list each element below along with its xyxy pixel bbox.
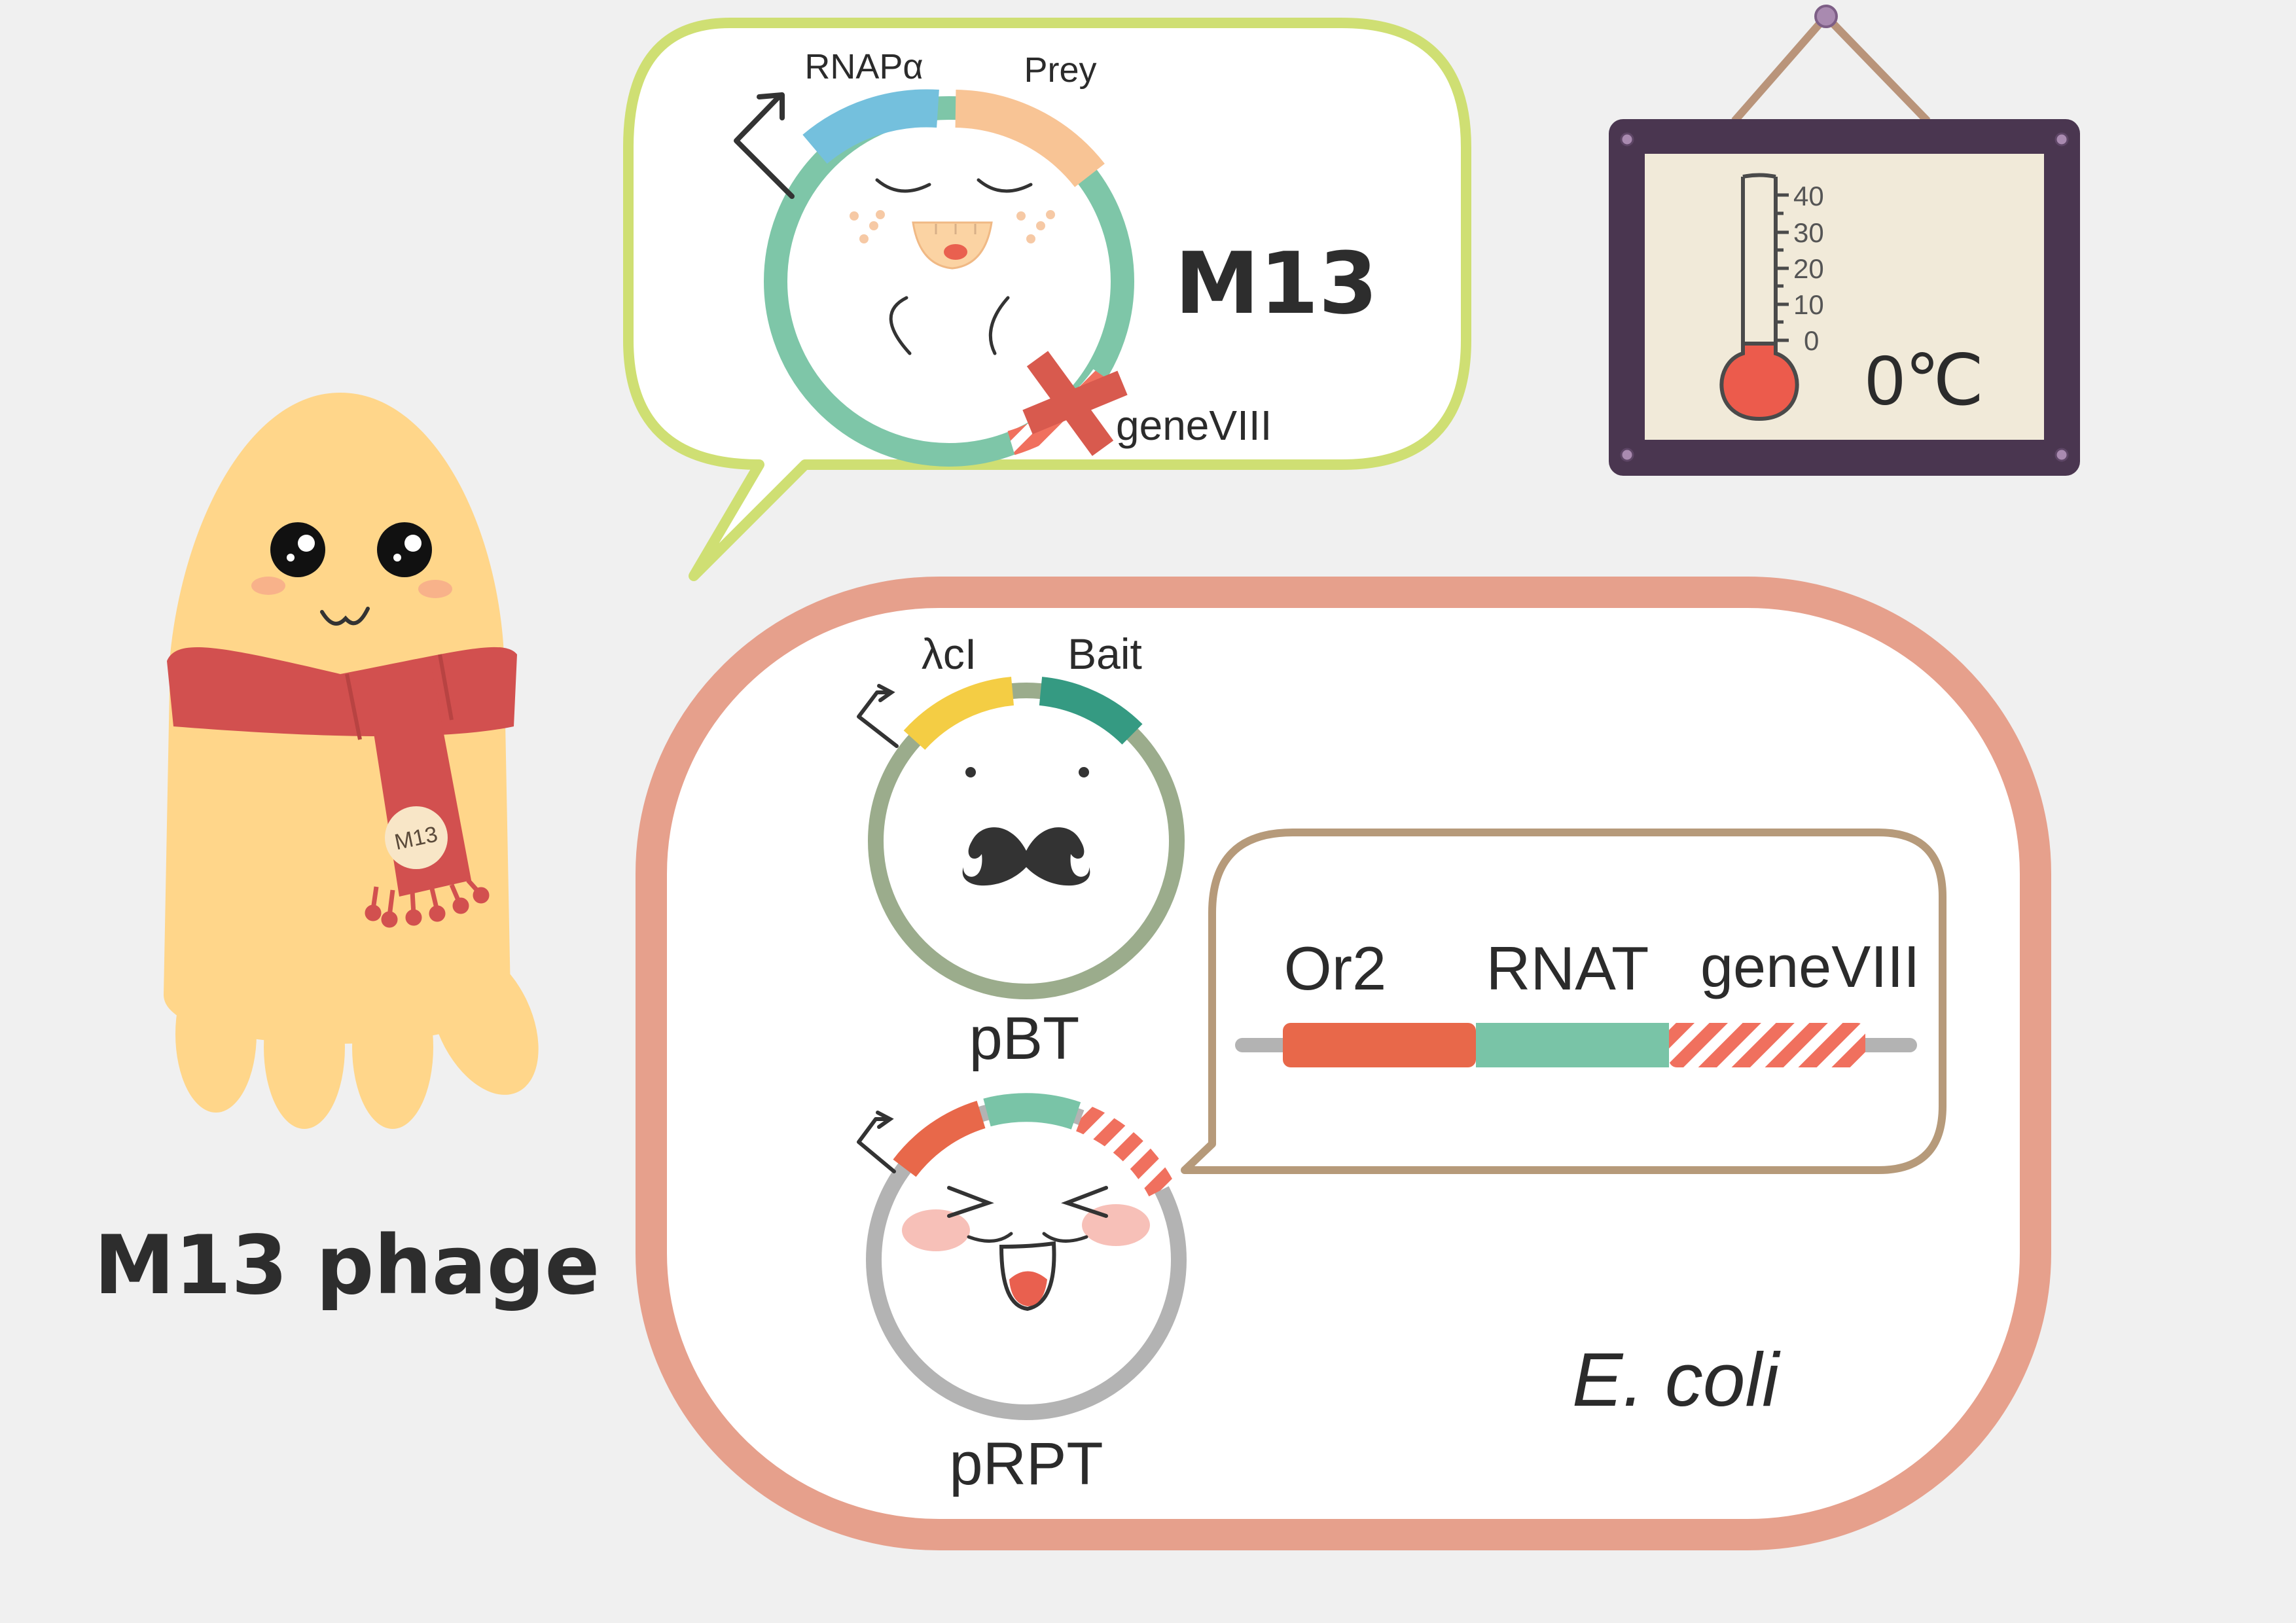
m13-plasmid-freckles	[850, 210, 1055, 243]
rnap-alpha-segment	[802, 89, 939, 164]
tick-label-20: 20	[1793, 253, 1824, 284]
m13-plasmid-tongue	[944, 244, 967, 260]
tick-label-10: 10	[1793, 289, 1824, 320]
scarf-badge	[385, 806, 448, 869]
or2-block	[1283, 1023, 1476, 1067]
prey-segment	[955, 90, 1105, 188]
prpt-label: pRPT	[949, 1431, 1103, 1497]
m13-phage-character: M13 M13 phage	[94, 393, 600, 1313]
m13-plasmid	[734, 89, 1134, 467]
lambda-ci-label: λcI	[922, 630, 977, 678]
prpt-promoter-arrow-head	[876, 1111, 894, 1129]
rnat-block	[1476, 1023, 1669, 1067]
m13-plasmid-face	[875, 178, 1033, 355]
rnap-alpha-label: RNAPα	[804, 47, 923, 86]
thermometer-tick-labels: 40 30 20 10 0	[1793, 181, 1824, 356]
construct-gene-viii-label: geneVIII	[1700, 935, 1920, 1000]
phage-eyes	[270, 522, 432, 577]
prpt-squint-eyes	[947, 1186, 1108, 1218]
gene-viii-label: geneVIII	[1116, 402, 1272, 449]
temperature-reading: 0℃	[1865, 340, 1984, 419]
pbt-plasmid: λcI Bait pBT	[857, 630, 1185, 1072]
phage-mouth	[320, 607, 370, 626]
phage-caption: M13 phage	[94, 1219, 600, 1313]
thermometer-icon: 40 30 20 10 0	[1719, 173, 1824, 421]
mustache-icon	[962, 827, 1090, 886]
tick-label-40: 40	[1793, 181, 1824, 211]
speech-bubble: RNAPα Prey M13 geneVIII	[623, 18, 1471, 581]
pbt-plasmid-ring	[868, 683, 1185, 999]
tick-label-0: 0	[1804, 325, 1819, 356]
ecoli-cell: λcI Bait pBT pRPT	[636, 577, 2051, 1550]
bait-segment	[1039, 677, 1143, 745]
pbt-label: pBT	[969, 1005, 1080, 1072]
prpt-gene-viii-segment	[1075, 1104, 1175, 1197]
thermometer-bulb	[1719, 342, 1799, 421]
hanging-string	[1731, 10, 1931, 124]
pbt-eye-left	[965, 767, 976, 777]
scarf-fringe	[365, 878, 490, 928]
phage-blush	[251, 577, 452, 598]
pbt-eye-right	[1079, 767, 1089, 777]
prpt-or2-segment	[893, 1100, 986, 1177]
prpt-cheek-lines	[967, 1232, 1088, 1243]
m13-plasmid-teeth	[935, 224, 977, 234]
frame-panel	[1645, 154, 2044, 440]
pbt-promoter-arrow-head	[877, 684, 895, 702]
lambda-ci-segment	[903, 677, 1014, 751]
prpt-plasmid: pRPT	[857, 1093, 1187, 1497]
rnat-label: RNAT	[1486, 934, 1649, 1003]
bait-label: Bait	[1067, 630, 1142, 678]
tick-label-30: 30	[1793, 217, 1824, 248]
reporter-construct-callout: Or2 RNAT geneVIII	[1181, 829, 1946, 1174]
frame-screws	[1620, 132, 2069, 462]
prpt-promoter-arrow	[857, 1117, 896, 1173]
promoter-arrow-head	[757, 92, 785, 120]
prpt-tongue	[1009, 1271, 1047, 1306]
ecoli-label: E. coli	[1572, 1337, 1781, 1422]
thermometer-frame: 40 30 20 10 0 0℃	[1609, 5, 2080, 476]
m13-plasmid-ring	[764, 96, 1134, 467]
prpt-rnat-segment	[983, 1093, 1081, 1130]
red-x-icon	[1022, 351, 1128, 456]
construct-callout-outline	[1181, 829, 1946, 1174]
hanging-pin	[1814, 5, 1838, 28]
prey-label: Prey	[1024, 50, 1096, 90]
thermometer-ticks	[1776, 193, 1789, 342]
pbt-promoter-arrow	[857, 690, 899, 748]
promoter-arrow	[734, 94, 795, 199]
or2-label: Or2	[1284, 934, 1387, 1003]
gene-viii-block	[1669, 1023, 1865, 1067]
phage-scarf: M13	[167, 647, 517, 928]
m13-plasmid-title: M13	[1175, 234, 1378, 333]
